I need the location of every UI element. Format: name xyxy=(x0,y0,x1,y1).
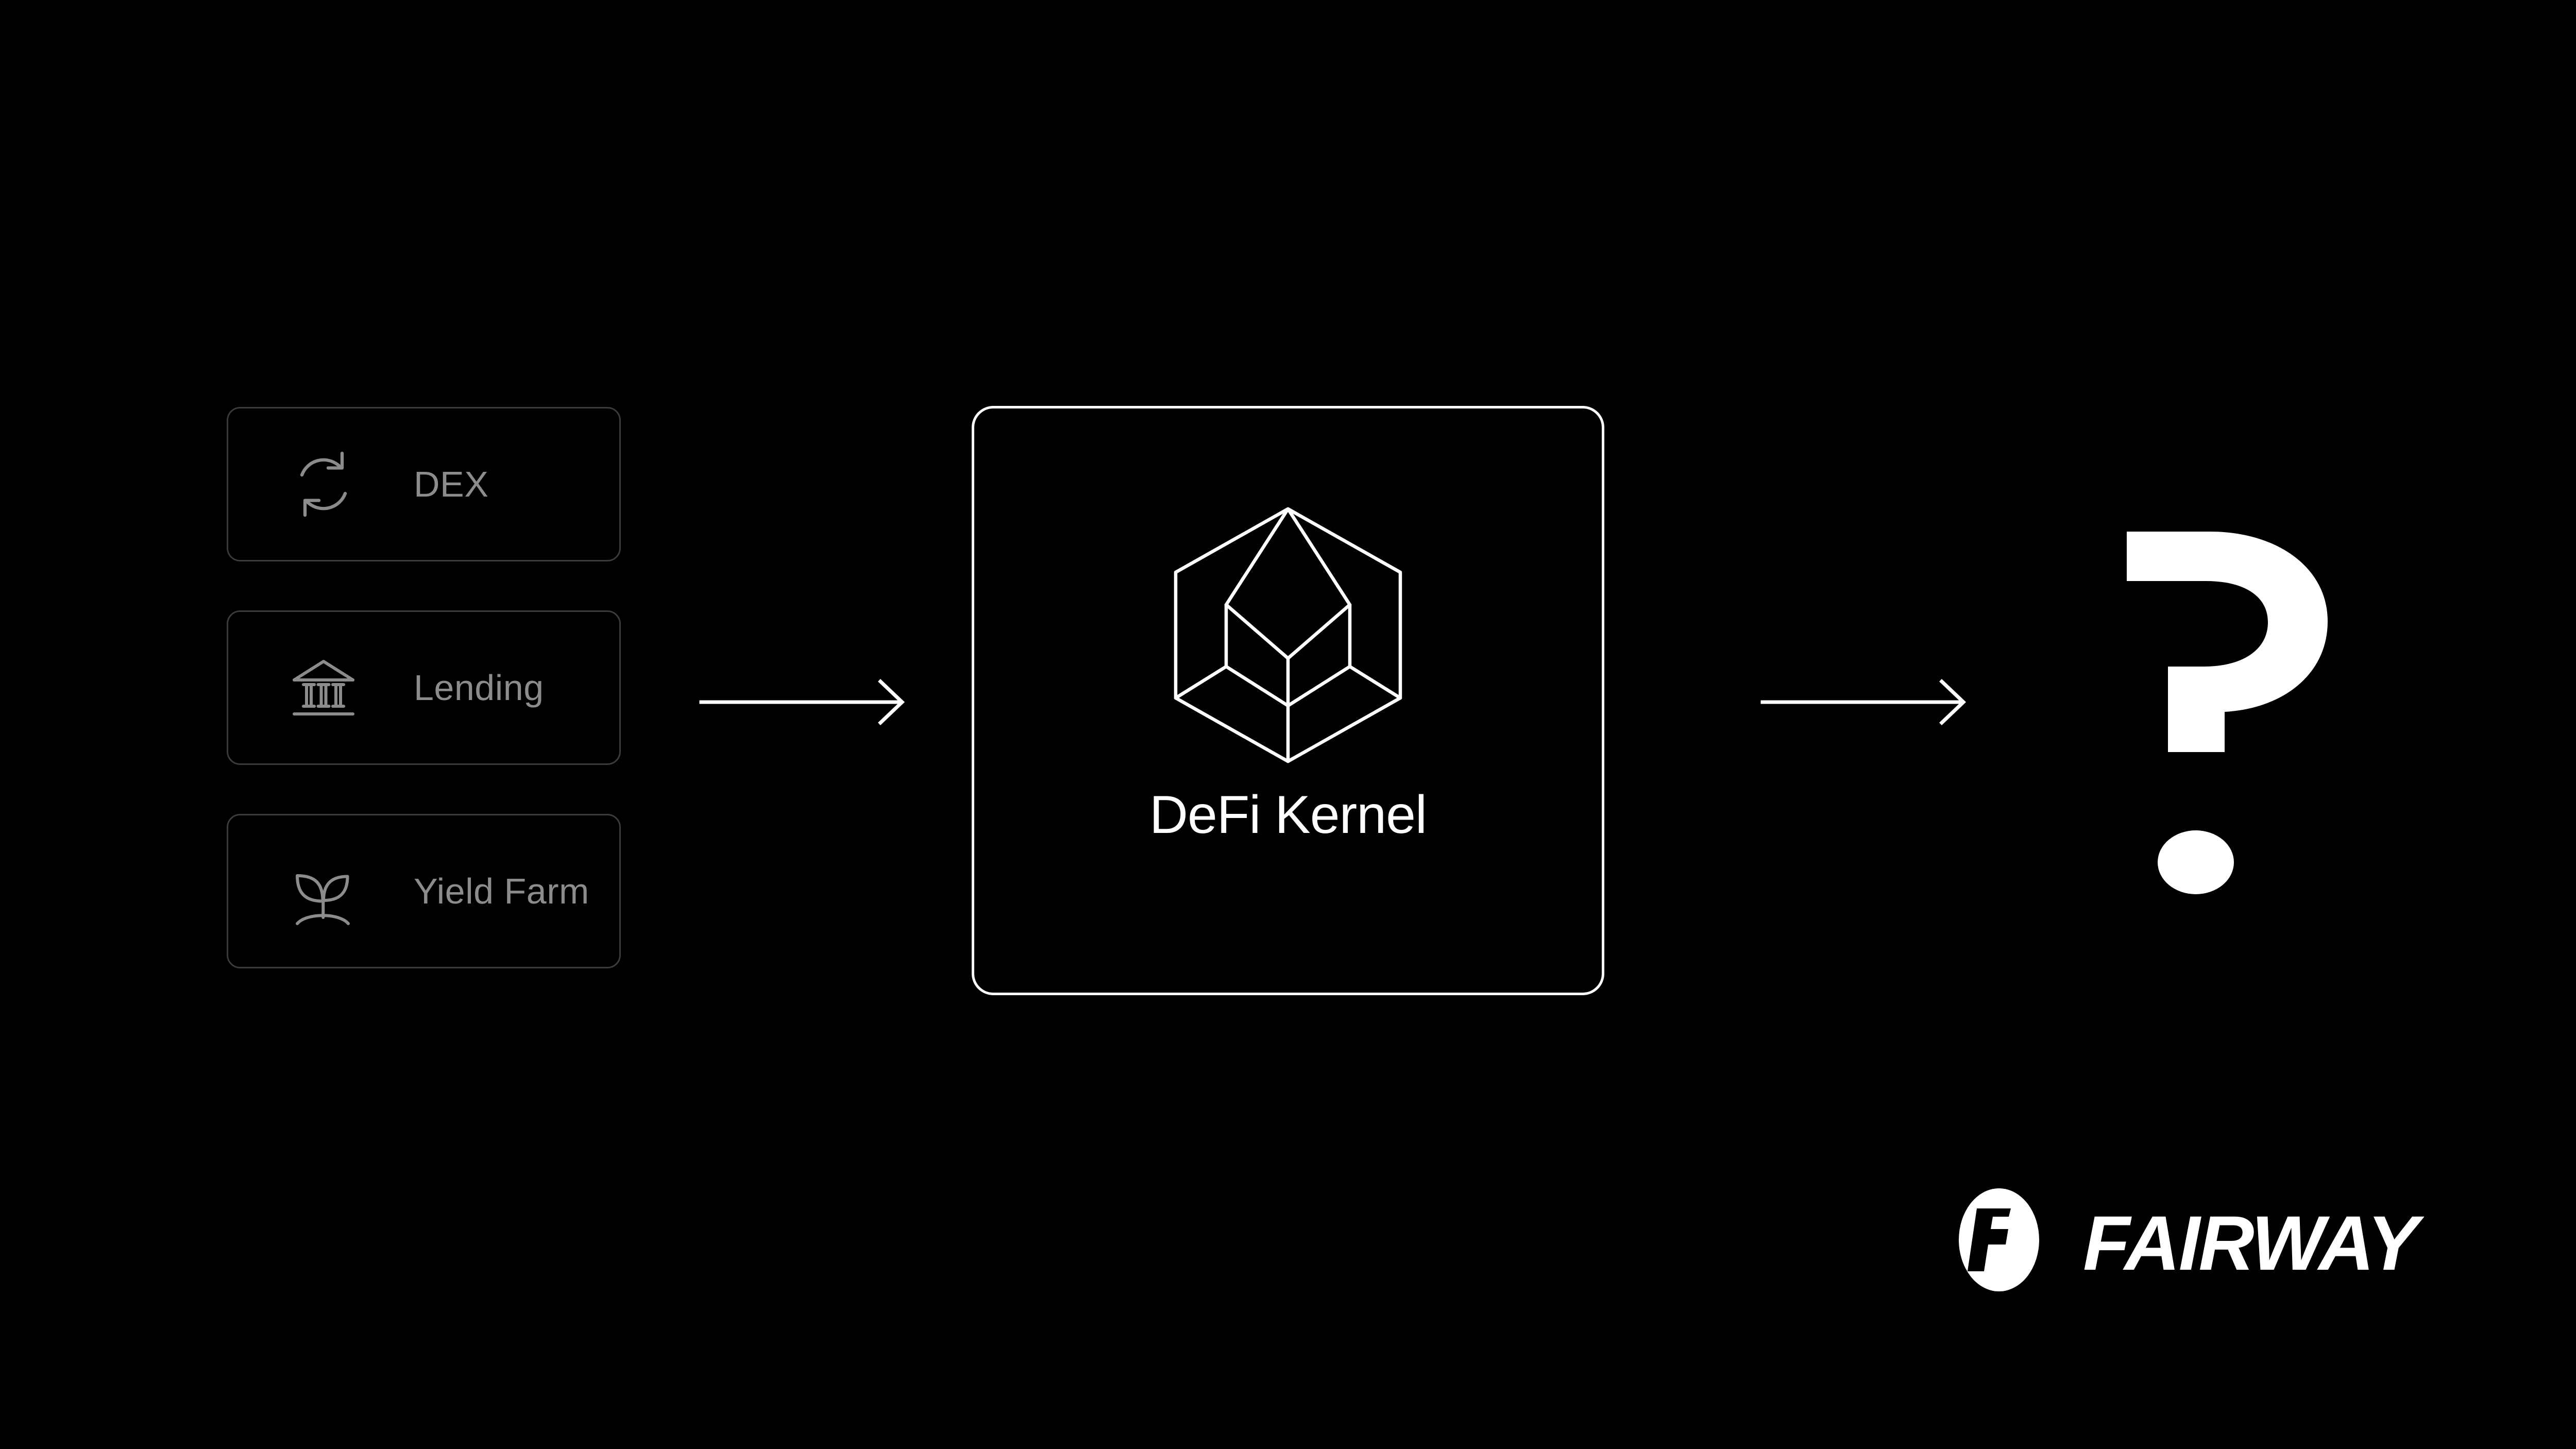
nested-cube-icon xyxy=(1167,504,1409,766)
arrow-right-icon xyxy=(1759,671,1976,733)
question-mark-icon xyxy=(2107,520,2334,912)
protocol-card-label: Yield Farm xyxy=(414,871,589,911)
defi-kernel-panel[interactable]: DeFi Kernel xyxy=(972,406,1604,995)
kernel-title: DeFi Kernel xyxy=(1149,785,1427,845)
swap-refresh-icon xyxy=(285,446,362,523)
protocol-card-lending[interactable]: Lending xyxy=(227,610,621,765)
sprout-icon xyxy=(285,853,362,930)
bank-icon xyxy=(285,649,362,726)
protocol-card-yield-farm[interactable]: Yield Farm xyxy=(227,814,621,968)
fairway-wordmark-text: FAIRWAY xyxy=(2083,1200,2424,1286)
protocol-card-label: Lending xyxy=(414,668,544,708)
fairway-logo: FAIRWAY xyxy=(1945,1185,2426,1295)
fairway-wordmark: FAIRWAY xyxy=(2083,1200,2426,1286)
protocol-card-label: DEX xyxy=(414,464,489,504)
fairway-f-badge-icon xyxy=(1959,1188,2039,1291)
arrow-right-icon xyxy=(698,671,914,733)
protocol-card-dex[interactable]: DEX xyxy=(227,407,621,561)
